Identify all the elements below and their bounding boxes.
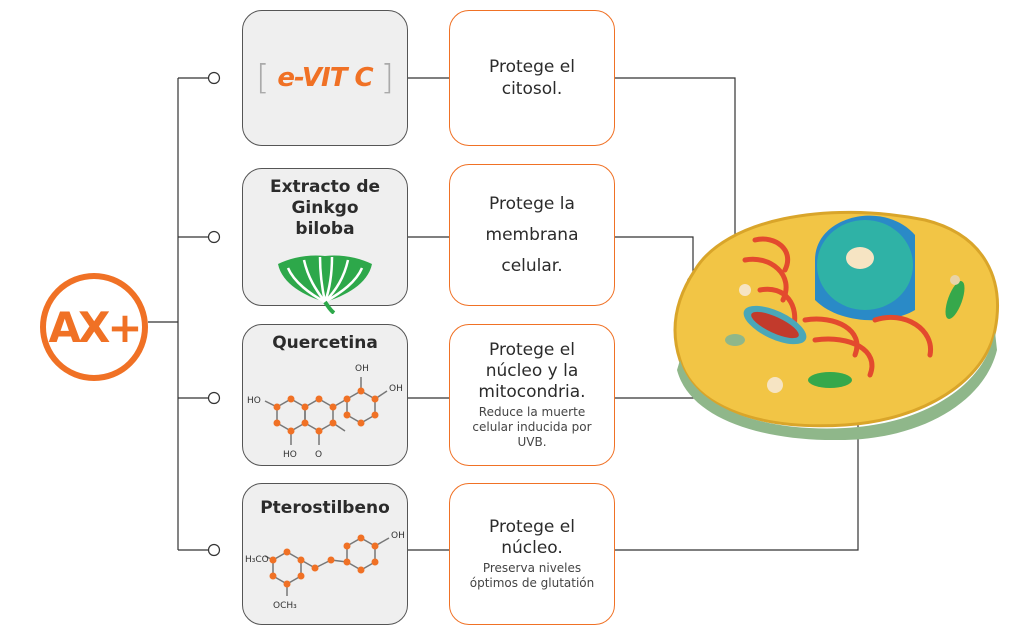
benefit-nucleo-mito-card: Protege el núcleo y la mitocondria. Redu…	[449, 324, 615, 466]
benefit-citosol-title: Protege el citosol.	[489, 57, 575, 99]
ingredient-evitc-card: [ e-VIT C ]	[242, 10, 408, 146]
benefit-citosol-card: Protege el citosol.	[449, 10, 615, 146]
ingredient-pterostilbeno-name: Pterostilbeno	[260, 498, 390, 518]
label-ho-1: HO	[247, 396, 261, 406]
ingredient-quercetina-card: Quercetina OH OH HO HO O	[242, 324, 408, 466]
quercetin-molecule-icon: OH OH HO HO O	[247, 364, 403, 460]
cell-illustration	[673, 210, 999, 440]
label-o: O	[315, 450, 322, 460]
benefit-nucleo-mito-sub: Reduce la muerte celular inducida por UV…	[472, 405, 592, 449]
logo-text: AX+	[48, 302, 142, 352]
label-oh-1: OH	[355, 364, 369, 374]
ingredient-pterostilbeno-card: Pterostilbeno OH H₃CO OCH₃	[242, 483, 408, 625]
benefit-nucleo-title: Protege el núcleo.	[489, 517, 575, 558]
label-oh-2: OH	[389, 384, 403, 394]
benefit-nucleo-sub: Preserva niveles óptimos de glutatión	[469, 561, 595, 590]
label-och3: OCH₃	[273, 601, 297, 611]
ingredient-evitc-name: e-VIT C	[277, 63, 373, 93]
benefit-membrana-title: Protege la membrana celular.	[485, 193, 579, 276]
benefit-membrana-card: Protege la membrana celular.	[449, 164, 615, 306]
ingredient-quercetina-name: Quercetina	[272, 333, 378, 353]
ax-plus-logo: AX+	[40, 273, 148, 381]
ginkgo-leaf-icon	[278, 255, 372, 315]
label-h3co: H₃CO	[245, 555, 269, 565]
label-oh: OH	[391, 531, 405, 541]
ingredient-ginkgo-card: Extracto de Ginkgo biloba	[242, 168, 408, 315]
nucleus	[815, 215, 915, 321]
label-ho-2: HO	[283, 450, 297, 460]
benefit-nucleo-card: Protege el núcleo. Preserva niveles ópti…	[449, 483, 615, 625]
bracket-right: ]	[380, 58, 394, 98]
bracket-left: [	[256, 58, 270, 98]
ingredient-ginkgo-name: Extracto de Ginkgo biloba	[269, 177, 381, 239]
benefit-nucleo-mito-title: Protege el núcleo y la mitocondria.	[478, 340, 586, 402]
pterostilbene-molecule-icon: OH H₃CO OCH₃	[245, 531, 405, 611]
